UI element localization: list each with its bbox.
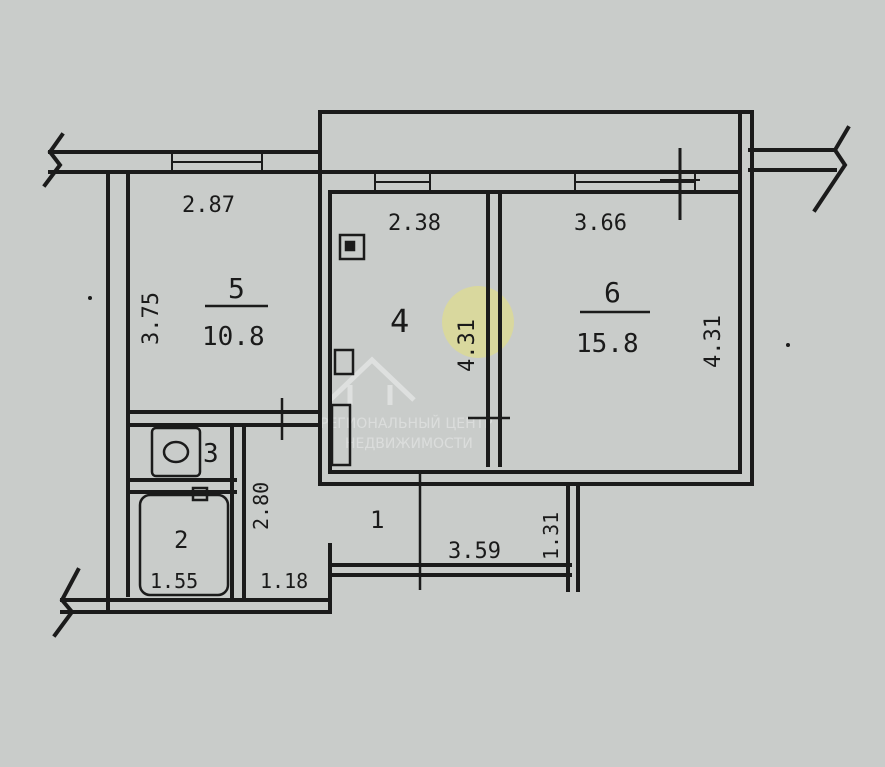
room6-length: 4.31	[701, 315, 726, 368]
room4-length: 4.31	[455, 319, 480, 372]
room3-length: 2.80	[249, 482, 273, 530]
toilet-icon	[150, 426, 202, 478]
room5-width: 2.87	[182, 193, 235, 218]
watermark: РЕГИОНАЛЬНЫЙ ЦЕНТР НЕДВИЖИМОСТИ	[320, 286, 514, 452]
watermark-dot	[442, 286, 514, 358]
room1-width: 1.18	[260, 569, 308, 593]
house-logo-icon	[328, 356, 416, 405]
pencil-dot	[786, 343, 790, 347]
room2-width: 1.55	[150, 569, 198, 593]
room5-length: 3.75	[139, 292, 164, 345]
sink-icon	[333, 348, 355, 376]
room4-width: 2.38	[388, 211, 441, 236]
room4-number: 4	[390, 302, 409, 340]
room1-depth: 1.31	[539, 512, 563, 560]
room5-number: 5	[228, 272, 245, 305]
room2-number: 2	[174, 526, 188, 554]
room6-width: 3.66	[574, 211, 627, 236]
pencil-dot	[88, 296, 92, 300]
room1-length: 3.59	[448, 539, 501, 564]
room6-number: 6	[604, 276, 621, 309]
counter-icon	[330, 403, 352, 467]
stove-icon	[338, 233, 366, 261]
windows	[171, 148, 700, 220]
watermark-line2: НЕДВИЖИМОСТИ	[345, 436, 473, 452]
watermark-line1: РЕГИОНАЛЬНЫЙ ЦЕНТР	[320, 414, 493, 432]
room6-area: 15.8	[576, 329, 639, 359]
fixtures	[138, 233, 510, 597]
room3-number: 3	[203, 439, 219, 469]
bathtub-icon	[138, 493, 230, 597]
room5-area: 10.8	[202, 322, 265, 352]
room1-number: 1	[370, 506, 384, 534]
room-labels: 2.87 5 10.8 3.75 2.38 4 4.31 3.66 6 15.8…	[139, 193, 726, 593]
